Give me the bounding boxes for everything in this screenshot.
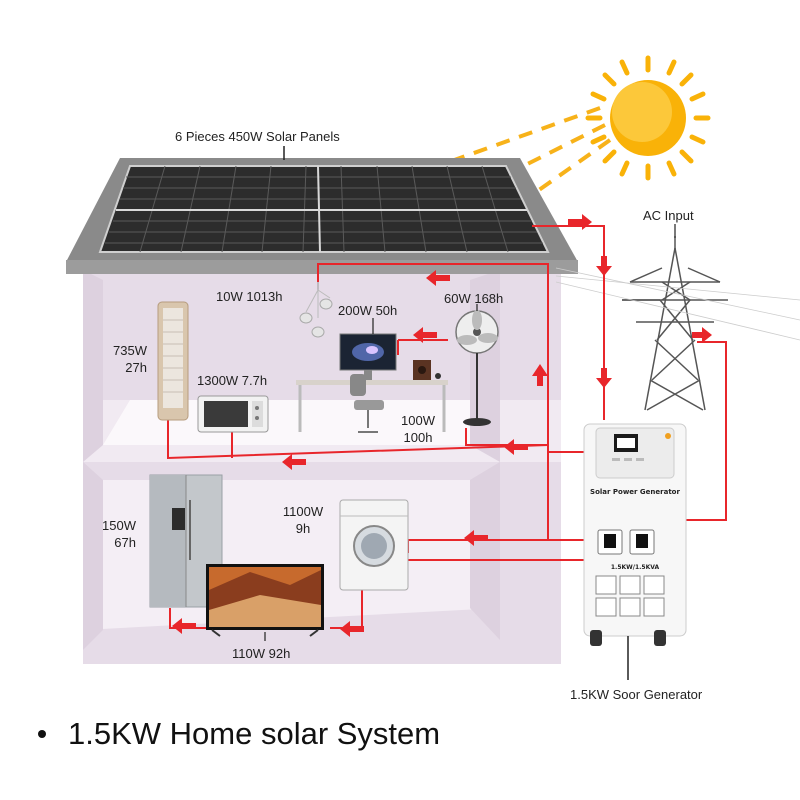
microwave-label: 1300W 7.7h bbox=[197, 373, 268, 388]
bullet-icon bbox=[38, 730, 46, 738]
solar-panel-array bbox=[98, 146, 550, 253]
solar-generator-unit bbox=[583, 423, 687, 680]
washer-hours: 9h bbox=[295, 521, 311, 536]
caption-text: 1.5KW Home solar System bbox=[68, 716, 441, 751]
microwave-icon bbox=[197, 395, 269, 433]
fridge-power: 150W bbox=[102, 518, 136, 533]
generator-label: 1.5KW Soor Generator bbox=[570, 687, 703, 702]
tv-label: 110W 92h bbox=[232, 646, 291, 661]
diagram-caption: 1.5KW Home solar System bbox=[38, 716, 440, 752]
standing-fan-icon bbox=[455, 310, 499, 426]
flow-arrows bbox=[172, 214, 712, 637]
washer-power: 1100W bbox=[282, 504, 324, 519]
fan-label: 60W 168h bbox=[444, 291, 504, 306]
computer-desk-icon bbox=[296, 333, 448, 433]
speaker-label: 100W 100h bbox=[398, 412, 438, 446]
pendant-lamp-icon bbox=[299, 282, 333, 338]
washer-label: 1100W 9h bbox=[280, 503, 326, 537]
heater-hours: 27h bbox=[125, 360, 147, 375]
tower-heater-icon bbox=[157, 301, 189, 421]
computer-label: 200W 50h bbox=[338, 303, 398, 318]
washing-machine-icon bbox=[339, 499, 409, 591]
heater-label: 735W 27h bbox=[105, 342, 147, 376]
transmission-tower-icon bbox=[555, 236, 800, 411]
heater-power: 735W bbox=[113, 343, 147, 358]
fridge-hours: 67h bbox=[114, 535, 136, 550]
speaker-hours: 100h bbox=[403, 430, 433, 445]
fridge-label: 150W 67h bbox=[96, 517, 136, 551]
generator-panel-rating: 1.5KW/1.5KVA bbox=[610, 564, 660, 571]
refrigerator-icon bbox=[149, 474, 223, 608]
ac-input-label: AC Input bbox=[643, 208, 694, 223]
generator-panel-header: Solar Power Generator bbox=[590, 488, 680, 496]
solar-panels-label: 6 Pieces 450W Solar Panels bbox=[175, 129, 340, 144]
sun-icon bbox=[585, 55, 711, 181]
speaker-power: 100W bbox=[401, 413, 435, 428]
television-icon bbox=[206, 564, 324, 637]
lamp-label: 10W 1013h bbox=[216, 289, 283, 304]
